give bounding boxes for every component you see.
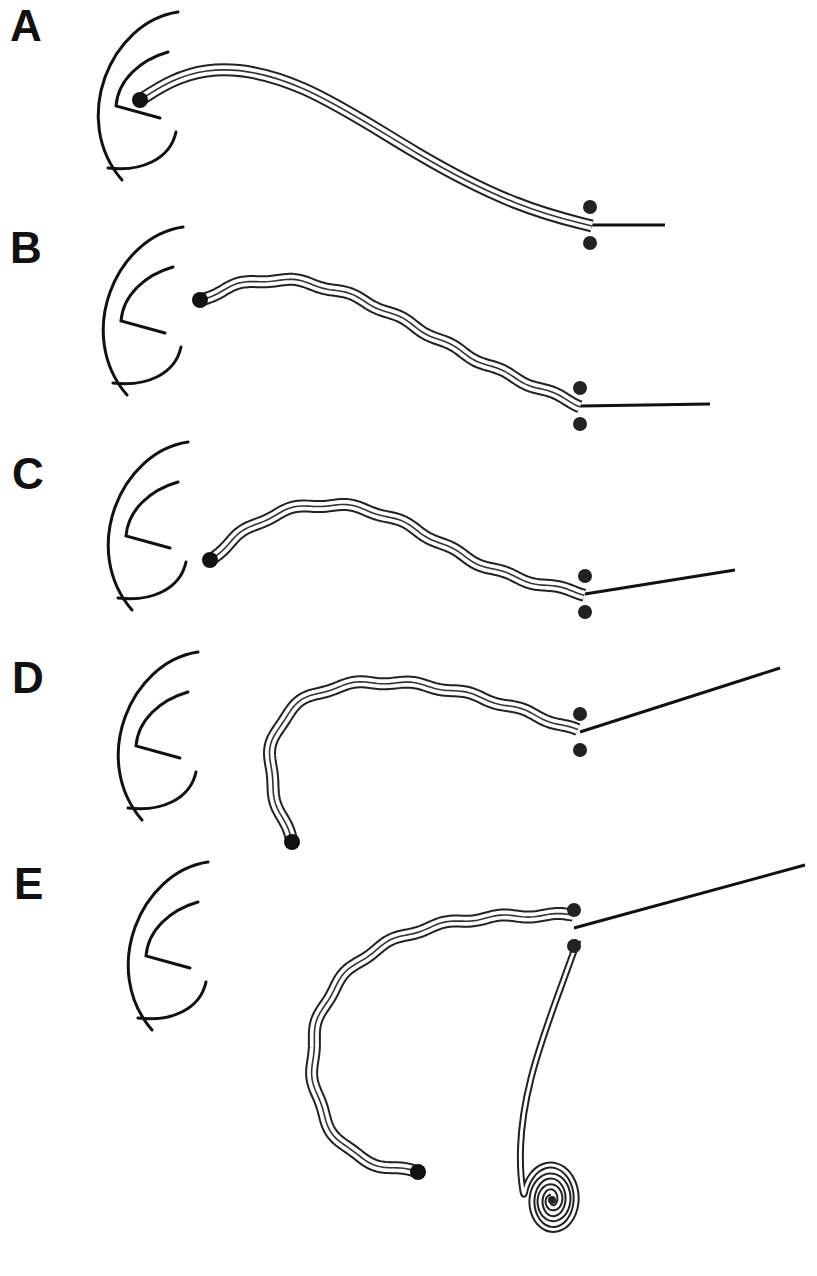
clamp-dot (573, 707, 587, 721)
panel (108, 442, 735, 619)
clamp-dot (578, 569, 592, 583)
clamp-dot (567, 939, 581, 953)
guide-wire (590, 224, 665, 227)
cochlea-outline (118, 652, 198, 820)
panel-letter: C (12, 452, 44, 496)
panel-letter: E (14, 862, 43, 906)
tip-marker (410, 1164, 426, 1180)
sheath-tube (270, 682, 578, 842)
clamp-dot (578, 605, 592, 619)
cochlea-outline (108, 442, 188, 610)
cochlea-outline (103, 227, 183, 395)
sheath-tube (210, 504, 584, 595)
tip-marker (284, 834, 300, 850)
panel-letter: D (12, 656, 44, 700)
clamp-dot (567, 903, 581, 917)
sheath-tube (200, 279, 580, 407)
guide-wire (580, 668, 780, 732)
sheath-tube (312, 914, 573, 1172)
clamp-dot (573, 743, 587, 757)
sheath-tube (140, 70, 592, 226)
coiled-electrode (520, 940, 578, 1229)
panel-letter: A (10, 4, 42, 48)
panel (128, 862, 805, 1229)
guide-wire (580, 404, 710, 406)
guide-wire (574, 865, 805, 928)
clamp-dot (573, 417, 587, 431)
tip-marker (202, 552, 218, 568)
clamp-dot (583, 236, 597, 250)
panel (103, 227, 710, 431)
panel (118, 652, 780, 850)
guide-wire (585, 570, 735, 594)
panel-letter: B (10, 226, 42, 270)
tip-marker (192, 292, 208, 308)
clamp-dot (573, 381, 587, 395)
tip-marker (132, 92, 148, 108)
cochlea-outline (98, 12, 178, 180)
panel (98, 12, 665, 250)
clamp-dot (583, 200, 597, 214)
cochlea-outline (128, 862, 208, 1030)
